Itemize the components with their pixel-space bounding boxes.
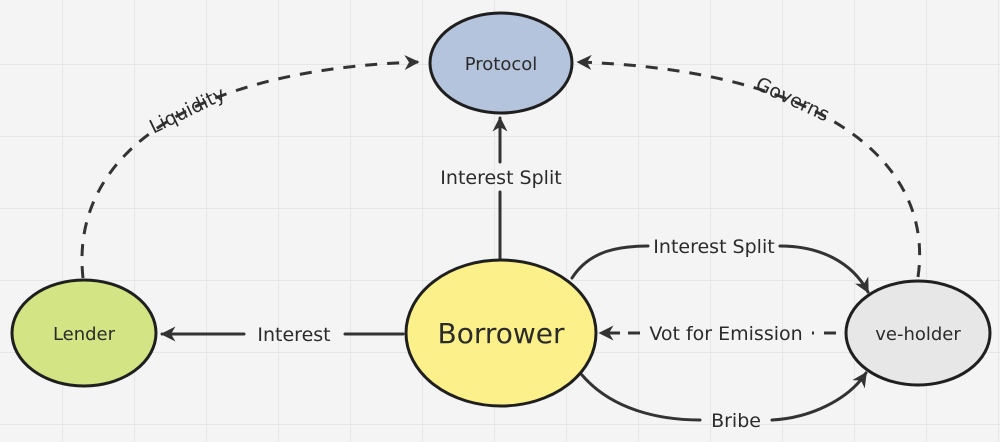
node-lender-shape bbox=[10, 278, 158, 388]
node-veholder-label: ve-holder bbox=[875, 324, 961, 345]
node-borrower-label: Borrower bbox=[437, 317, 565, 350]
node-protocol-label: Protocol bbox=[465, 54, 538, 75]
edge-interest-split-veholder[interactable]: Interest Split bbox=[570, 236, 870, 294]
edge-vote-for-emission[interactable]: Vot for Emission bbox=[598, 323, 836, 345]
node-veholder[interactable]: ve-holder bbox=[844, 279, 992, 387]
edge-label-interest: Interest bbox=[257, 324, 330, 346]
edge-label-liquidity: Liquidity bbox=[146, 83, 229, 138]
node-veholder-shape bbox=[844, 279, 992, 387]
node-borrower[interactable]: Borrower bbox=[404, 258, 598, 408]
node-lender[interactable]: Lender bbox=[10, 278, 158, 388]
edge-liquidity[interactable]: Liquidity bbox=[80, 54, 420, 279]
edge-label-vote-for-emission: Vot for Emission bbox=[649, 323, 802, 345]
edge-bribe[interactable]: Bribe bbox=[580, 371, 868, 432]
edge-label-bribe: Bribe bbox=[711, 410, 761, 432]
edge-interest[interactable]: Interest bbox=[160, 324, 405, 346]
node-protocol-shape bbox=[428, 11, 574, 115]
node-protocol[interactable]: Protocol bbox=[428, 11, 574, 115]
edge-interest-split-protocol[interactable]: Interest Split bbox=[440, 116, 562, 260]
edge-label-governs: Governs bbox=[752, 73, 833, 126]
edge-label-interest-split-protocol: Interest Split bbox=[440, 167, 561, 189]
edge-label-interest-split-veholder: Interest Split bbox=[653, 236, 774, 258]
node-lender-label: Lender bbox=[53, 324, 116, 345]
node-borrower-shape bbox=[404, 258, 598, 408]
